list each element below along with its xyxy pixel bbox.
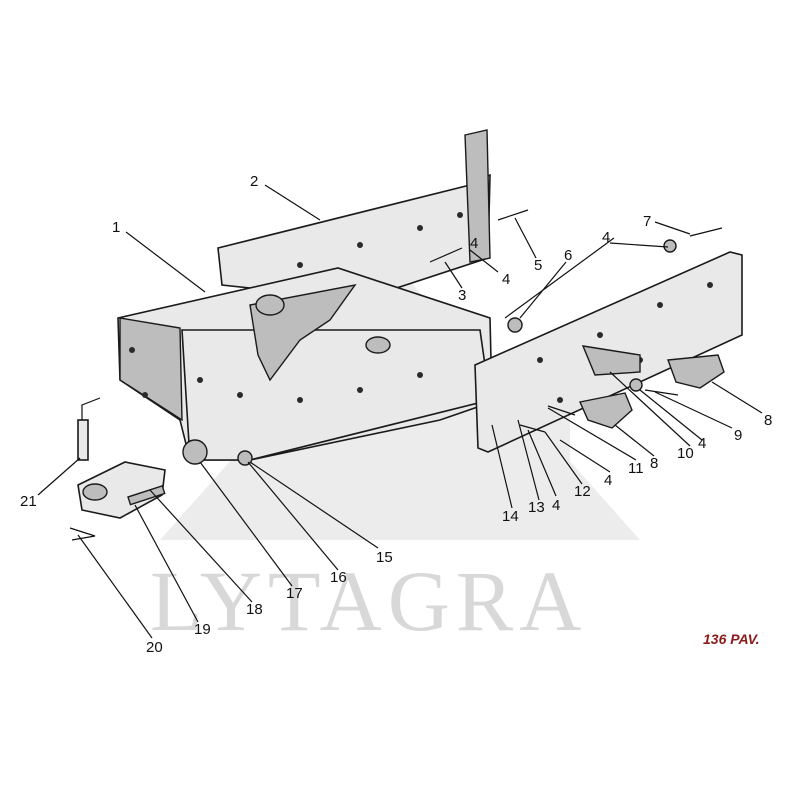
callout-labels: 1 2 3 4 5 6 4 7 4 8 9 10 8 11 4 12 4 13 …	[20, 173, 772, 656]
bolt-7	[689, 227, 723, 237]
bracket-10	[581, 345, 641, 376]
callout-20: 20	[146, 639, 163, 656]
callout-4f: 4	[470, 235, 478, 252]
callout-16: 16	[330, 569, 347, 586]
callout-1: 1	[112, 219, 120, 236]
pin-21	[77, 397, 101, 461]
callout-3: 3	[458, 287, 466, 304]
callout-13: 13	[528, 499, 545, 516]
nut-4-top	[663, 239, 677, 253]
bolt-11	[547, 405, 576, 416]
callout-19: 19	[194, 621, 211, 638]
callout-4c: 4	[698, 435, 706, 452]
bolt-9	[644, 389, 679, 396]
rear-plate	[217, 129, 491, 301]
washer-4-mid	[629, 378, 643, 392]
callout-4a: 4	[502, 271, 510, 288]
callout-9: 9	[734, 427, 742, 444]
cotter-pin-20	[69, 527, 96, 541]
hitch-bracket	[77, 461, 166, 519]
callout-14: 14	[502, 508, 519, 525]
callout-18: 18	[246, 601, 263, 618]
callout-7: 7	[643, 213, 651, 230]
callout-12: 12	[574, 483, 591, 500]
callout-11: 11	[628, 460, 644, 477]
callout-2: 2	[250, 173, 258, 190]
bolt-12	[519, 424, 546, 433]
bracket-8-right	[667, 354, 725, 389]
callout-4b: 4	[602, 229, 610, 246]
callout-6: 6	[564, 247, 572, 264]
callout-8b: 8	[650, 455, 658, 472]
callout-17: 17	[286, 585, 303, 602]
callout-21: 21	[20, 493, 37, 510]
nut-6	[507, 317, 523, 333]
main-frame	[117, 267, 493, 466]
callout-8a: 8	[764, 412, 772, 429]
bolt-3	[429, 247, 463, 263]
bolt-5	[497, 209, 529, 221]
callout-15: 15	[376, 549, 393, 566]
bracket-8-left	[579, 392, 633, 429]
callout-4e: 4	[552, 497, 560, 514]
callout-10: 10	[677, 445, 694, 462]
leader-lines	[37, 184, 763, 639]
watermark-text: LYTAGRA	[150, 553, 587, 649]
callout-4d: 4	[604, 472, 612, 489]
figure-reference: 136 PAV.	[703, 631, 760, 647]
callout-5: 5	[534, 257, 542, 274]
